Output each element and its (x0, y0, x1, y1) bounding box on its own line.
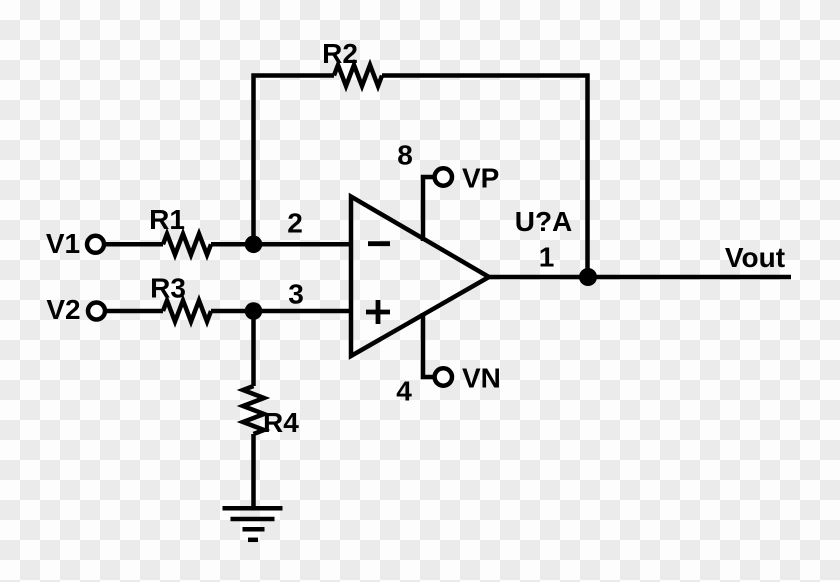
wire-vp-pin (420, 174, 435, 241)
terminal-v1 (84, 233, 107, 256)
label-r1: R1 (149, 204, 185, 235)
labels: V1 V2 Vout R1 R2 R3 R4 U?A 2 3 1 8 4 VP … (46, 38, 785, 438)
label-pin-output: 1 (539, 242, 555, 273)
label-vout: Vout (725, 242, 785, 273)
junction-inverting-node (244, 235, 263, 254)
resistors (160, 58, 385, 437)
resistor-r2-zigzag (331, 58, 385, 93)
label-designator: U?A (515, 206, 573, 237)
noninverting-input-icon (366, 300, 390, 324)
label-v1: V1 (46, 228, 80, 259)
junction-noninverting-node (244, 302, 263, 320)
label-pin-positive-supply: 8 (397, 140, 413, 171)
label-pin-inverting: 2 (287, 208, 303, 239)
label-r3: R3 (150, 273, 186, 304)
label-pin-noninverting: 3 (288, 279, 304, 310)
wire-feedback-loop (251, 73, 590, 277)
terminal-vp (432, 166, 455, 188)
resistor-r1-zigzag (160, 227, 214, 262)
junctions (244, 235, 597, 320)
opamp-triangle (348, 192, 494, 360)
wires (104, 73, 791, 508)
terminal-vn (432, 366, 455, 388)
ground-symbol (222, 506, 283, 543)
label-pin-negative-supply: 4 (396, 376, 412, 407)
label-r2: R2 (322, 38, 358, 69)
label-v2: V2 (46, 294, 80, 325)
wire-vn-pin (420, 313, 435, 380)
resistor-r3-zigzag (160, 294, 214, 328)
junction-output-node (579, 268, 597, 286)
label-vn: VN (462, 363, 501, 394)
terminal-v2 (85, 300, 108, 322)
terminals (84, 166, 455, 388)
opamp-symbol (348, 192, 494, 360)
label-r4: R4 (263, 407, 299, 438)
label-vp: VP (462, 163, 499, 194)
resistor-r4-zigzag (236, 383, 271, 437)
